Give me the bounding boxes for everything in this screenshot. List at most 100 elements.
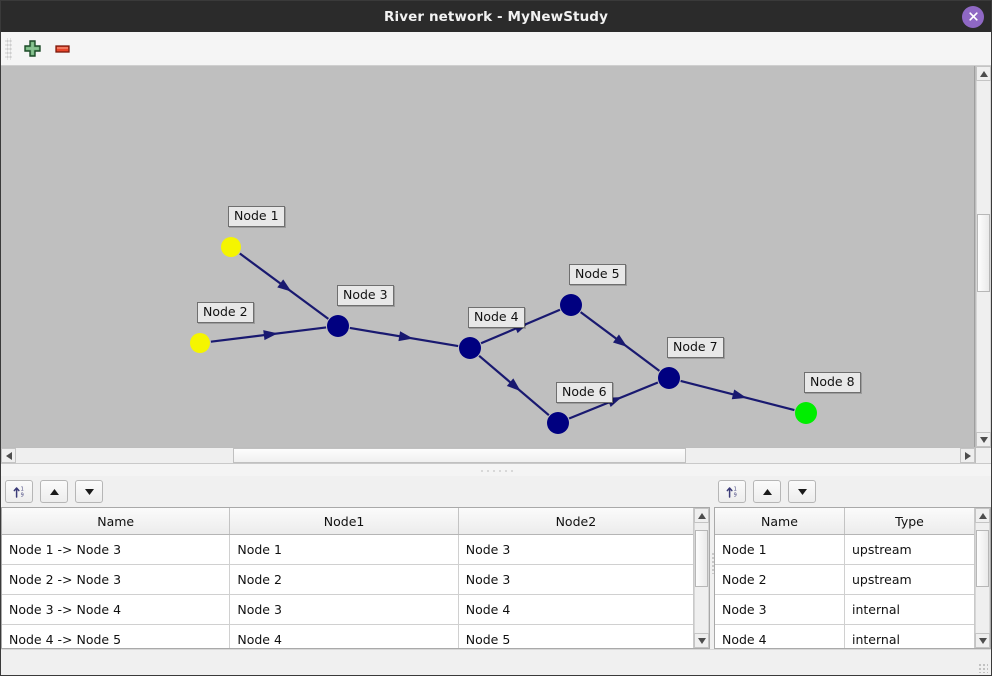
tables-splitter[interactable] [710,476,714,649]
node-label[interactable]: Node 2 [197,302,254,323]
nodes-move-up-icon[interactable] [753,480,781,503]
remove-minus-icon[interactable] [47,35,77,63]
reaches-move-down-icon[interactable] [75,480,103,503]
table-cell[interactable]: Node 4 [229,624,459,648]
reaches-vscroll-track[interactable] [694,523,709,633]
nodes-scroll-up-button[interactable] [975,508,990,523]
sort-ascending-glyph: 1 9 [13,487,23,499]
table-cell[interactable]: Node 4 [458,594,693,625]
table-cell[interactable]: Node 2 [715,564,845,595]
network-node[interactable] [221,237,241,257]
column-header[interactable]: Name [715,508,845,535]
graph-vscroll-track[interactable] [976,81,991,432]
table-cell[interactable]: Node 1 [229,534,459,565]
nodes-vertical-scrollbar[interactable] [974,508,990,648]
nodes-move-down-icon[interactable] [788,480,816,503]
node-label[interactable]: Node 7 [667,337,724,358]
edge-direction-arrow-icon [263,330,278,341]
network-node[interactable] [795,402,817,424]
node-label[interactable]: Node 4 [468,307,525,328]
graph-vscroll-thumb[interactable] [977,214,990,292]
graph-scroll-left-button[interactable] [1,448,16,463]
window-title: River network - MyNewStudy [384,8,608,25]
table-cell[interactable]: internal [844,594,974,625]
column-header[interactable]: Node2 [458,508,693,535]
node-label[interactable]: Node 5 [569,264,626,285]
table-cell[interactable]: upstream [844,564,974,595]
reaches-scroll-down-button[interactable] [694,633,709,648]
node-label[interactable]: Node 3 [337,285,394,306]
network-node[interactable] [560,294,582,316]
node-label[interactable]: Node 6 [556,382,613,403]
node-label[interactable]: Node 1 [228,206,285,227]
network-node[interactable] [327,315,349,337]
column-header[interactable]: Name [2,508,231,535]
triangle-down-glyph [84,488,94,495]
column-header[interactable]: Type [844,508,974,535]
graph-scroll-down-button[interactable] [976,432,991,447]
graph-horizontal-scrollbar-row [1,447,991,463]
network-node[interactable] [547,412,569,434]
nodes-vscroll-track[interactable] [975,523,990,633]
edge-direction-arrow-icon [612,334,628,347]
table-cell[interactable]: Node 3 -> Node 4 [2,594,231,625]
table-cell[interactable]: Node 3 [458,534,693,565]
column-header[interactable]: Node1 [229,508,459,535]
graph-vertical-scrollbar[interactable] [975,66,991,447]
table-cell[interactable]: internal [844,624,974,648]
table-cell[interactable]: Node 3 [458,564,693,595]
node-label[interactable]: Node 8 [804,372,861,393]
toolbar-drag-handle[interactable] [5,37,12,60]
graph-scroll-up-button[interactable] [976,66,991,81]
close-icon[interactable] [962,5,984,28]
reaches-vertical-scrollbar[interactable] [693,508,709,648]
table-cell[interactable]: Node 2 -> Node 3 [2,564,231,595]
network-graph-panel: Node 1 Node 2 Node 3 Node 4 Node 5 Node 6 Node… [1,66,991,463]
nodes-vscroll-thumb[interactable] [976,529,989,587]
table-cell[interactable]: Node 4 [715,624,845,648]
network-canvas[interactable]: Node 1 Node 2 Node 3 Node 4 Node 5 Node 6 Node… [1,66,975,447]
network-node[interactable] [658,367,680,389]
reaches-move-up-icon[interactable] [40,480,68,503]
reaches-vscroll-thumb[interactable] [695,529,708,587]
network-node[interactable] [190,333,210,353]
table-cell[interactable]: Node 1 -> Node 3 [2,534,231,565]
reaches-sort-ascending-icon[interactable]: 1 9 [5,480,33,503]
reaches-toolbar: 1 9 [1,476,710,507]
add-plus-icon[interactable] [17,35,47,63]
table-cell[interactable]: Node 3 [715,594,845,625]
reaches-scroll-up-button[interactable] [694,508,709,523]
nodes-sort-ascending-icon[interactable]: 1 9 [718,480,746,503]
graph-hscroll-track[interactable] [16,448,960,463]
table-cell[interactable]: Node 1 [715,534,845,565]
panel-splitter[interactable] [1,463,991,476]
table-cell[interactable]: Node 4 -> Node 5 [2,624,231,648]
table-cell[interactable]: upstream [844,534,974,565]
table-cell[interactable]: Node 5 [458,624,693,648]
remove-minus-glyph [54,45,70,53]
nodes-scroll-down-button[interactable] [975,633,990,648]
graph-hscroll-thumb[interactable] [233,448,687,463]
network-node[interactable] [459,337,481,359]
window-resize-grip[interactable] [978,663,988,673]
graph-scroll-right-button[interactable] [960,448,975,463]
triangle-up-glyph [49,488,59,495]
caret-right-icon [964,451,971,460]
table-cell[interactable]: Node 3 [229,594,459,625]
edge-direction-arrow-icon [398,331,414,342]
table-cell[interactable]: Node 2 [229,564,459,595]
graph-horizontal-scrollbar[interactable] [1,447,975,463]
